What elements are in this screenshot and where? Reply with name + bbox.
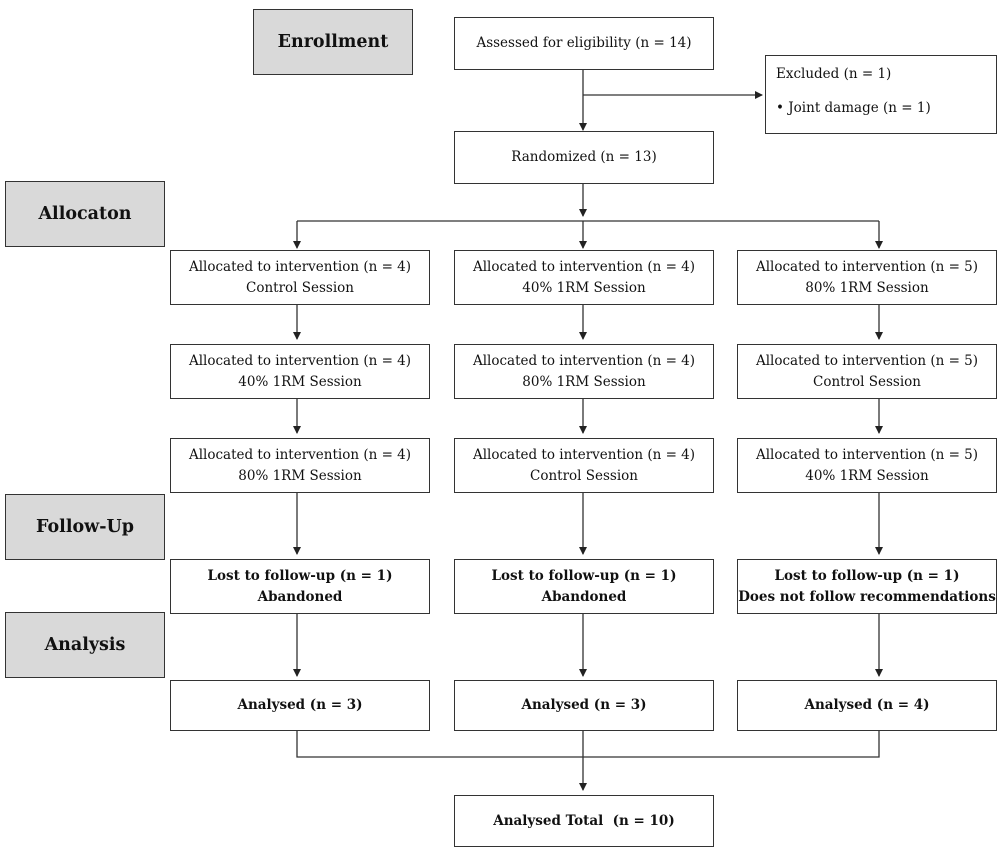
col2-lost-followup: Lost to follow-up (n = 1) Abandoned	[454, 559, 714, 614]
col3-analysed-text: Analysed (n = 4)	[804, 697, 930, 713]
col3-alloc2-session: Control Session	[813, 373, 921, 390]
stage-allocation: Allocaton	[5, 181, 165, 247]
col3-lost-followup: Lost to follow-up (n = 1) Does not follo…	[737, 559, 997, 614]
col3-alloc3-count: Allocated to intervention (n = 5)	[755, 446, 979, 463]
col1-lost-followup: Lost to follow-up (n = 1) Abandoned	[170, 559, 430, 614]
bullet-icon: •	[776, 100, 784, 116]
col3-alloc1-count: Allocated to intervention (n = 5)	[755, 258, 979, 275]
col2-analysed-text: Analysed (n = 3)	[521, 697, 647, 713]
col3-alloc2-count: Allocated to intervention (n = 5)	[755, 352, 979, 369]
stage-enrollment: Enrollment	[253, 9, 413, 75]
col1-analysed-text: Analysed (n = 3)	[237, 697, 363, 713]
col1-allocation-1: Allocated to intervention (n = 4) Contro…	[170, 250, 430, 305]
col1-alloc3-session: 80% 1RM Session	[238, 467, 362, 484]
col2-allocation-1: Allocated to intervention (n = 4) 40% 1R…	[454, 250, 714, 305]
assessed-text: Assessed for eligibility (n = 14)	[476, 35, 692, 51]
col1-allocation-3: Allocated to intervention (n = 4) 80% 1R…	[170, 438, 430, 493]
stage-followup: Follow-Up	[5, 494, 165, 560]
excluded-reason-item: • Joint damage (n = 1)	[776, 100, 986, 116]
col1-allocation-2: Allocated to intervention (n = 4) 40% 1R…	[170, 344, 430, 399]
col3-lost-reason: Does not follow recommendations	[738, 588, 996, 605]
col2-alloc1-session: 40% 1RM Session	[522, 279, 646, 296]
assessed-box: Assessed for eligibility (n = 14)	[454, 17, 714, 70]
col2-alloc2-session: 80% 1RM Session	[522, 373, 646, 390]
excluded-reason: Joint damage (n = 1)	[788, 100, 931, 116]
col2-lost-count: Lost to follow-up (n = 1)	[491, 567, 677, 584]
col1-alloc1-count: Allocated to intervention (n = 4)	[188, 258, 412, 275]
col1-alloc2-session: 40% 1RM Session	[238, 373, 362, 390]
analysed-total-text: Analysed Total (n = 10)	[493, 812, 675, 829]
stage-enrollment-label: Enrollment	[277, 32, 389, 52]
col2-allocation-2: Allocated to intervention (n = 4) 80% 1R…	[454, 344, 714, 399]
stage-analysis-label: Analysis	[44, 635, 126, 655]
randomized-box: Randomized (n = 13)	[454, 131, 714, 184]
stage-allocation-label: Allocaton	[38, 204, 132, 224]
analysed-total-box: Analysed Total (n = 10)	[454, 795, 714, 847]
col1-lost-count: Lost to follow-up (n = 1)	[207, 567, 393, 584]
col3-analysed: Analysed (n = 4)	[737, 680, 997, 731]
col2-allocation-3: Allocated to intervention (n = 4) Contro…	[454, 438, 714, 493]
connector-merge	[296, 731, 880, 758]
col2-lost-reason: Abandoned	[541, 588, 627, 605]
col1-alloc2-count: Allocated to intervention (n = 4)	[188, 352, 412, 369]
col3-allocation-3: Allocated to intervention (n = 5) 40% 1R…	[737, 438, 997, 493]
excluded-box: Excluded (n = 1) • Joint damage (n = 1)	[765, 55, 997, 134]
col1-analysed: Analysed (n = 3)	[170, 680, 430, 731]
col1-lost-reason: Abandoned	[257, 588, 343, 605]
col2-alloc3-count: Allocated to intervention (n = 4)	[472, 446, 696, 463]
col3-allocation-1: Allocated to intervention (n = 5) 80% 1R…	[737, 250, 997, 305]
stage-followup-label: Follow-Up	[36, 517, 134, 537]
excluded-title: Excluded (n = 1)	[776, 66, 892, 82]
col2-alloc3-session: Control Session	[530, 467, 638, 484]
col2-analysed: Analysed (n = 3)	[454, 680, 714, 731]
col1-alloc1-session: Control Session	[246, 279, 354, 296]
col2-alloc2-count: Allocated to intervention (n = 4)	[472, 352, 696, 369]
col3-alloc1-session: 80% 1RM Session	[805, 279, 929, 296]
col3-lost-count: Lost to follow-up (n = 1)	[774, 567, 960, 584]
col2-alloc1-count: Allocated to intervention (n = 4)	[472, 258, 696, 275]
randomized-text: Randomized (n = 13)	[511, 149, 657, 165]
col3-allocation-2: Allocated to intervention (n = 5) Contro…	[737, 344, 997, 399]
stage-analysis: Analysis	[5, 612, 165, 678]
col3-alloc3-session: 40% 1RM Session	[805, 467, 929, 484]
col1-alloc3-count: Allocated to intervention (n = 4)	[188, 446, 412, 463]
